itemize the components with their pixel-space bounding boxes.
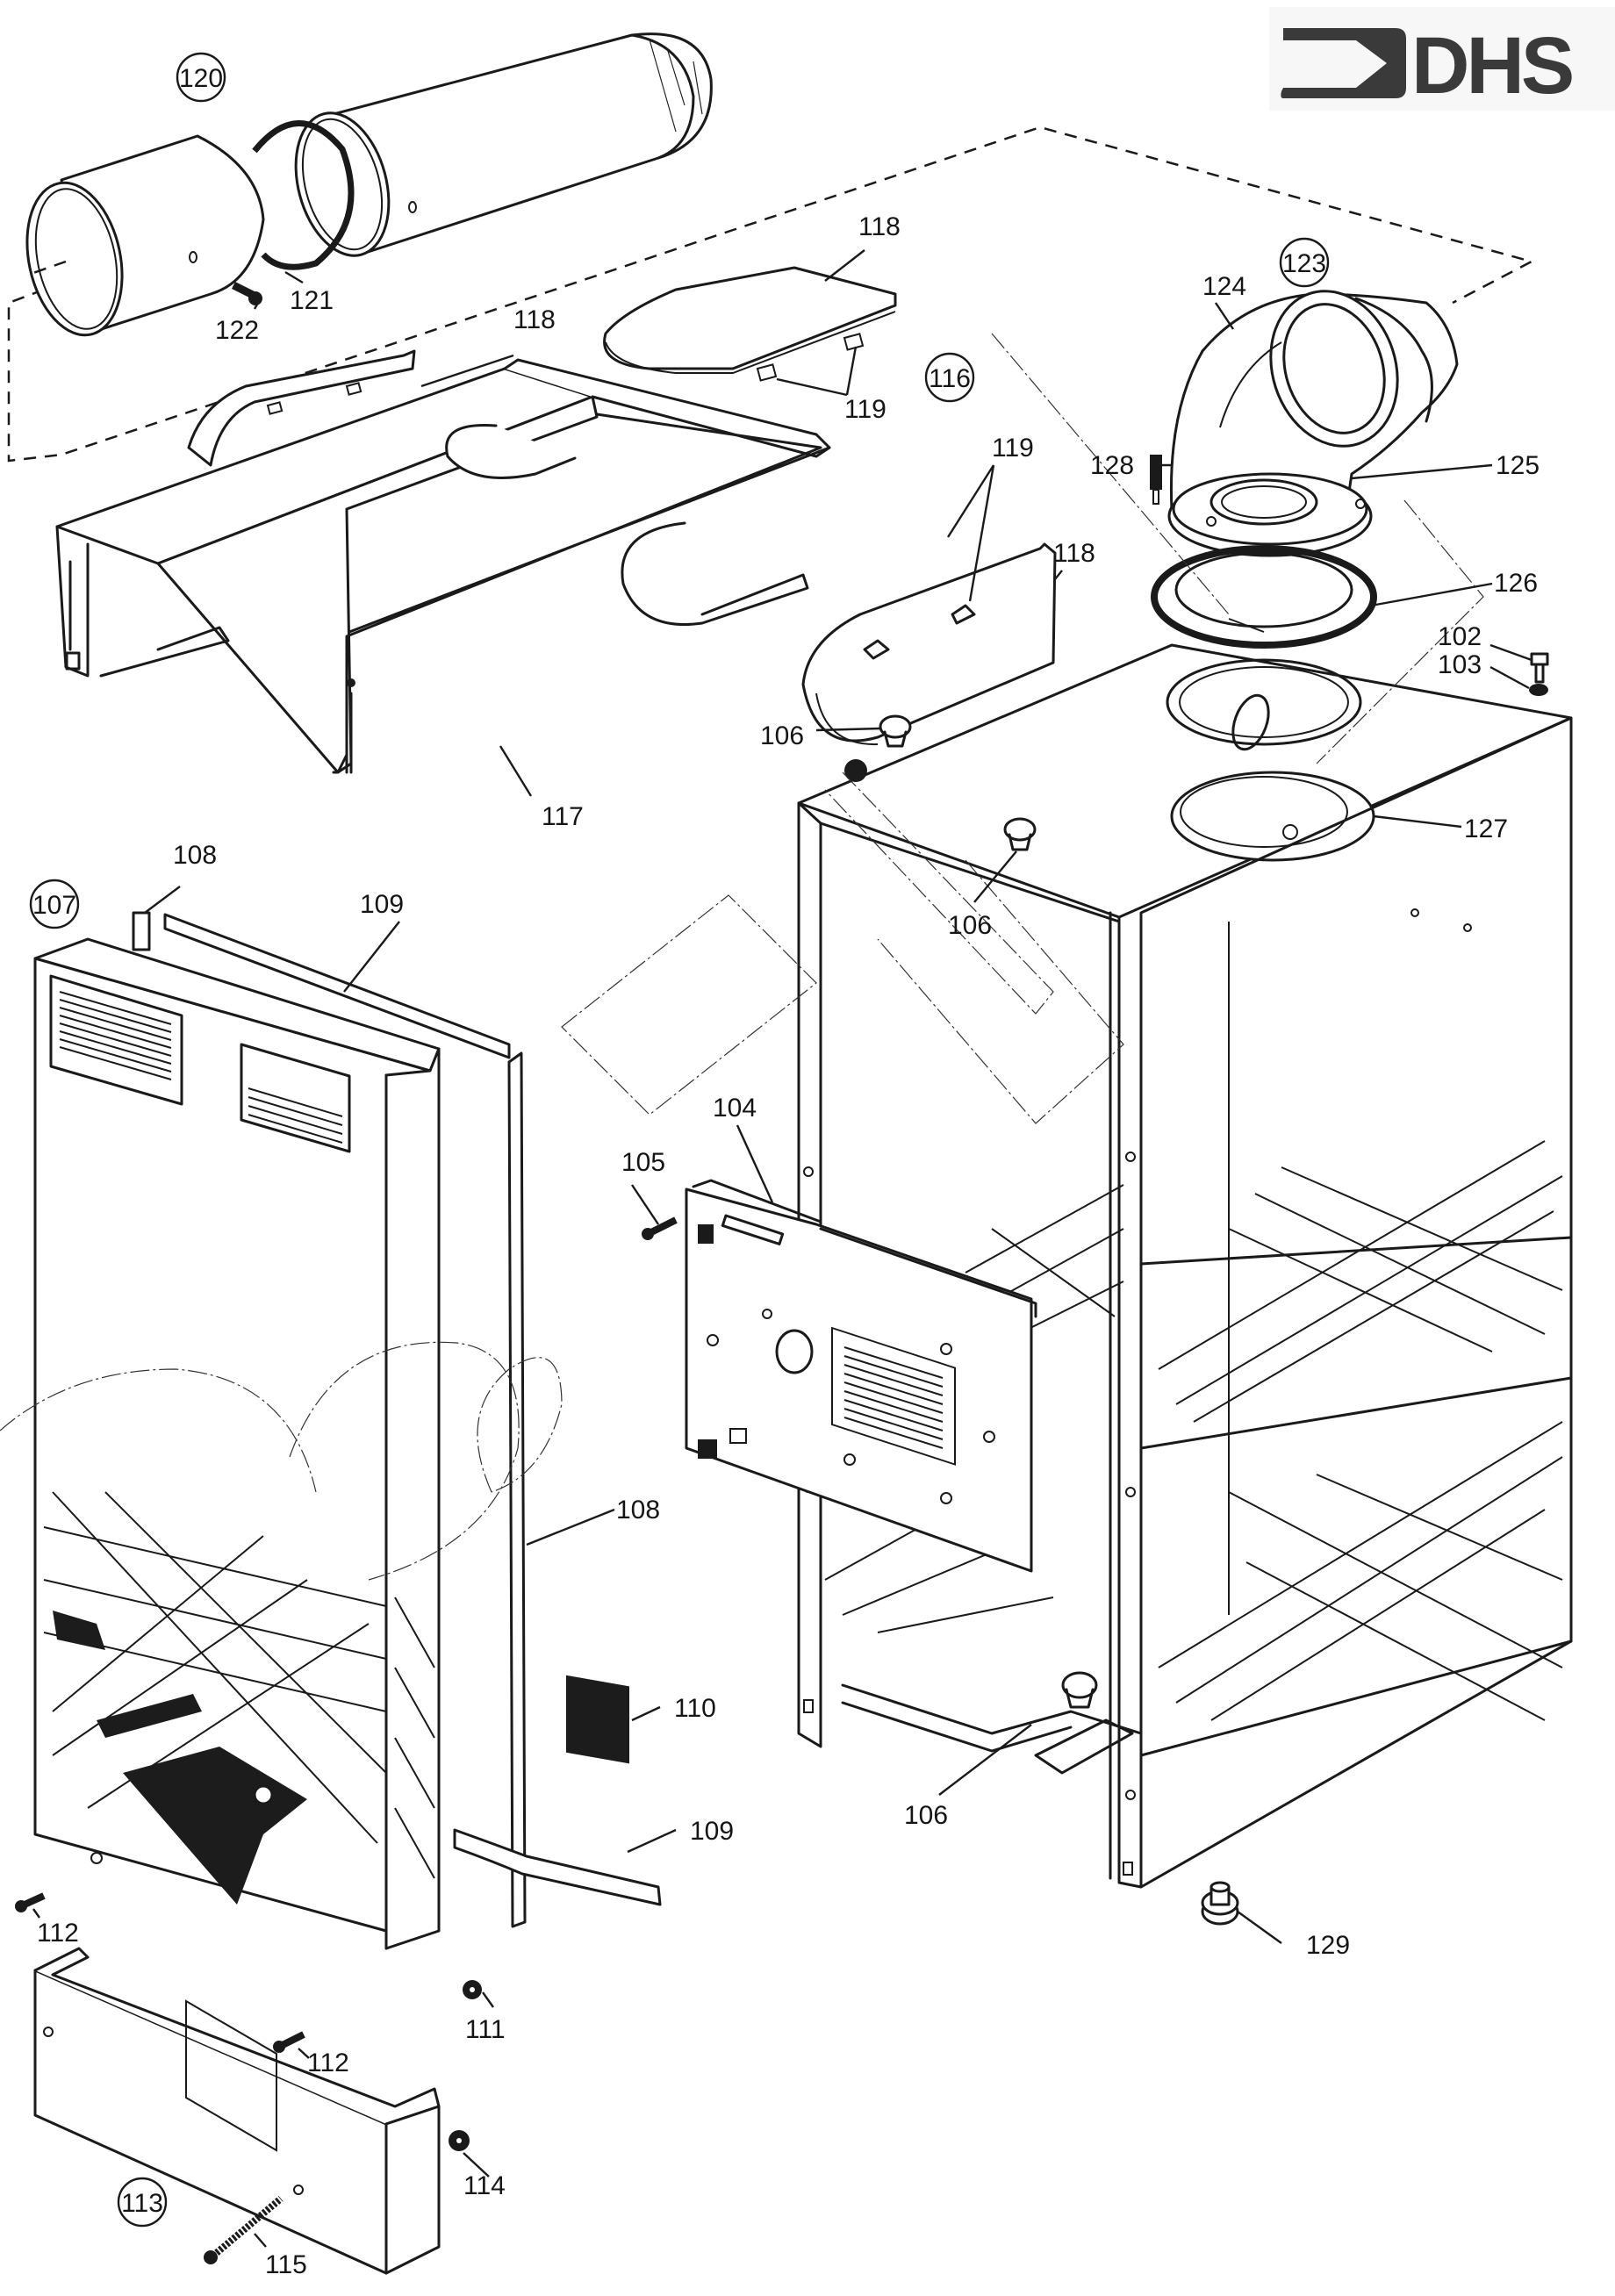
assembly-label: 113 [121, 2189, 163, 2218]
assembly-marker-113: 113 [117, 2177, 168, 2228]
callout-117: 117 [542, 802, 584, 831]
callout-108: 108 [616, 1496, 660, 1525]
main-case [797, 643, 1573, 1889]
callout-104: 104 [713, 1094, 757, 1123]
callout-124: 124 [1202, 272, 1246, 301]
callout-103: 103 [1438, 650, 1482, 679]
gasket-126 [1151, 545, 1377, 649]
callout-112: 112 [37, 1919, 79, 1948]
callout-labels: 121 122 118 118 119 119 118 124 128 125 … [37, 212, 1540, 2279]
logo-brand-text: DHS [1411, 21, 1572, 111]
assembly-label: 116 [929, 364, 971, 393]
arrow-bracket-icon [1281, 28, 1406, 98]
callout-121: 121 [290, 286, 334, 315]
assembly-marker-116: 116 [924, 352, 975, 403]
callout-122: 122 [215, 316, 259, 345]
callout-102: 102 [1438, 622, 1482, 651]
callout-118: 118 [1053, 539, 1095, 568]
screw-115-icon [204, 2195, 284, 2264]
screw-105-icon [642, 1216, 678, 1240]
callout-119: 119 [992, 434, 1034, 463]
callout-106: 106 [760, 721, 804, 750]
screw-112-icon [15, 1892, 46, 1912]
grommet-106-icon [1061, 1671, 1098, 1709]
callout-112: 112 [307, 2048, 349, 2077]
callout-115: 115 [265, 2250, 307, 2279]
nut-114-icon [449, 2130, 470, 2151]
foot-129-icon [1201, 1881, 1239, 1926]
assembly-marker-123: 123 [1279, 237, 1330, 288]
callout-127: 127 [1464, 814, 1508, 843]
grommet-106-icon [1003, 817, 1037, 851]
callout-128: 128 [1090, 451, 1134, 480]
flue-elbow-123 [1150, 290, 1459, 557]
callout-126: 126 [1494, 569, 1538, 598]
callout-118: 118 [858, 212, 901, 241]
lower-panel-113 [15, 1892, 482, 2275]
callout-108: 108 [173, 841, 217, 870]
control-panel-104 [642, 1179, 1037, 1573]
callout-129: 129 [1306, 1931, 1350, 1960]
top-panel-116 [55, 266, 1057, 774]
callout-109: 109 [360, 890, 404, 919]
callout-125: 125 [1496, 451, 1540, 480]
front-panel-107 [33, 911, 662, 1950]
assembly-marker-107: 107 [29, 879, 80, 929]
callout-105: 105 [621, 1148, 665, 1177]
leader-lines [32, 249, 1532, 2248]
dhs-logo: DHS [1269, 7, 1615, 111]
callout-109: 109 [690, 1817, 734, 1846]
label-110-plate [566, 1675, 629, 1764]
bolt-102-icon [1530, 652, 1549, 684]
callout-114: 114 [463, 2171, 506, 2200]
callout-110: 110 [674, 1694, 716, 1723]
callout-118: 118 [513, 305, 556, 334]
callout-106: 106 [904, 1801, 948, 1830]
callout-119: 119 [844, 395, 886, 424]
screw-112-icon [273, 2031, 305, 2053]
grommet-106-icon [879, 714, 912, 748]
flue-terminal [25, 32, 713, 337]
assembly-label: 120 [179, 64, 223, 93]
callout-111: 111 [465, 2015, 506, 2044]
screw-128-icon [1150, 455, 1162, 505]
watermark [0, 333, 1484, 1581]
assembly-marker-120: 120 [176, 52, 226, 103]
nut-111-icon [463, 1980, 482, 1999]
callout-106: 106 [948, 911, 992, 940]
washer-103-icon [1529, 684, 1548, 696]
assembly-label: 123 [1282, 249, 1326, 278]
assembly-label: 107 [32, 891, 76, 920]
